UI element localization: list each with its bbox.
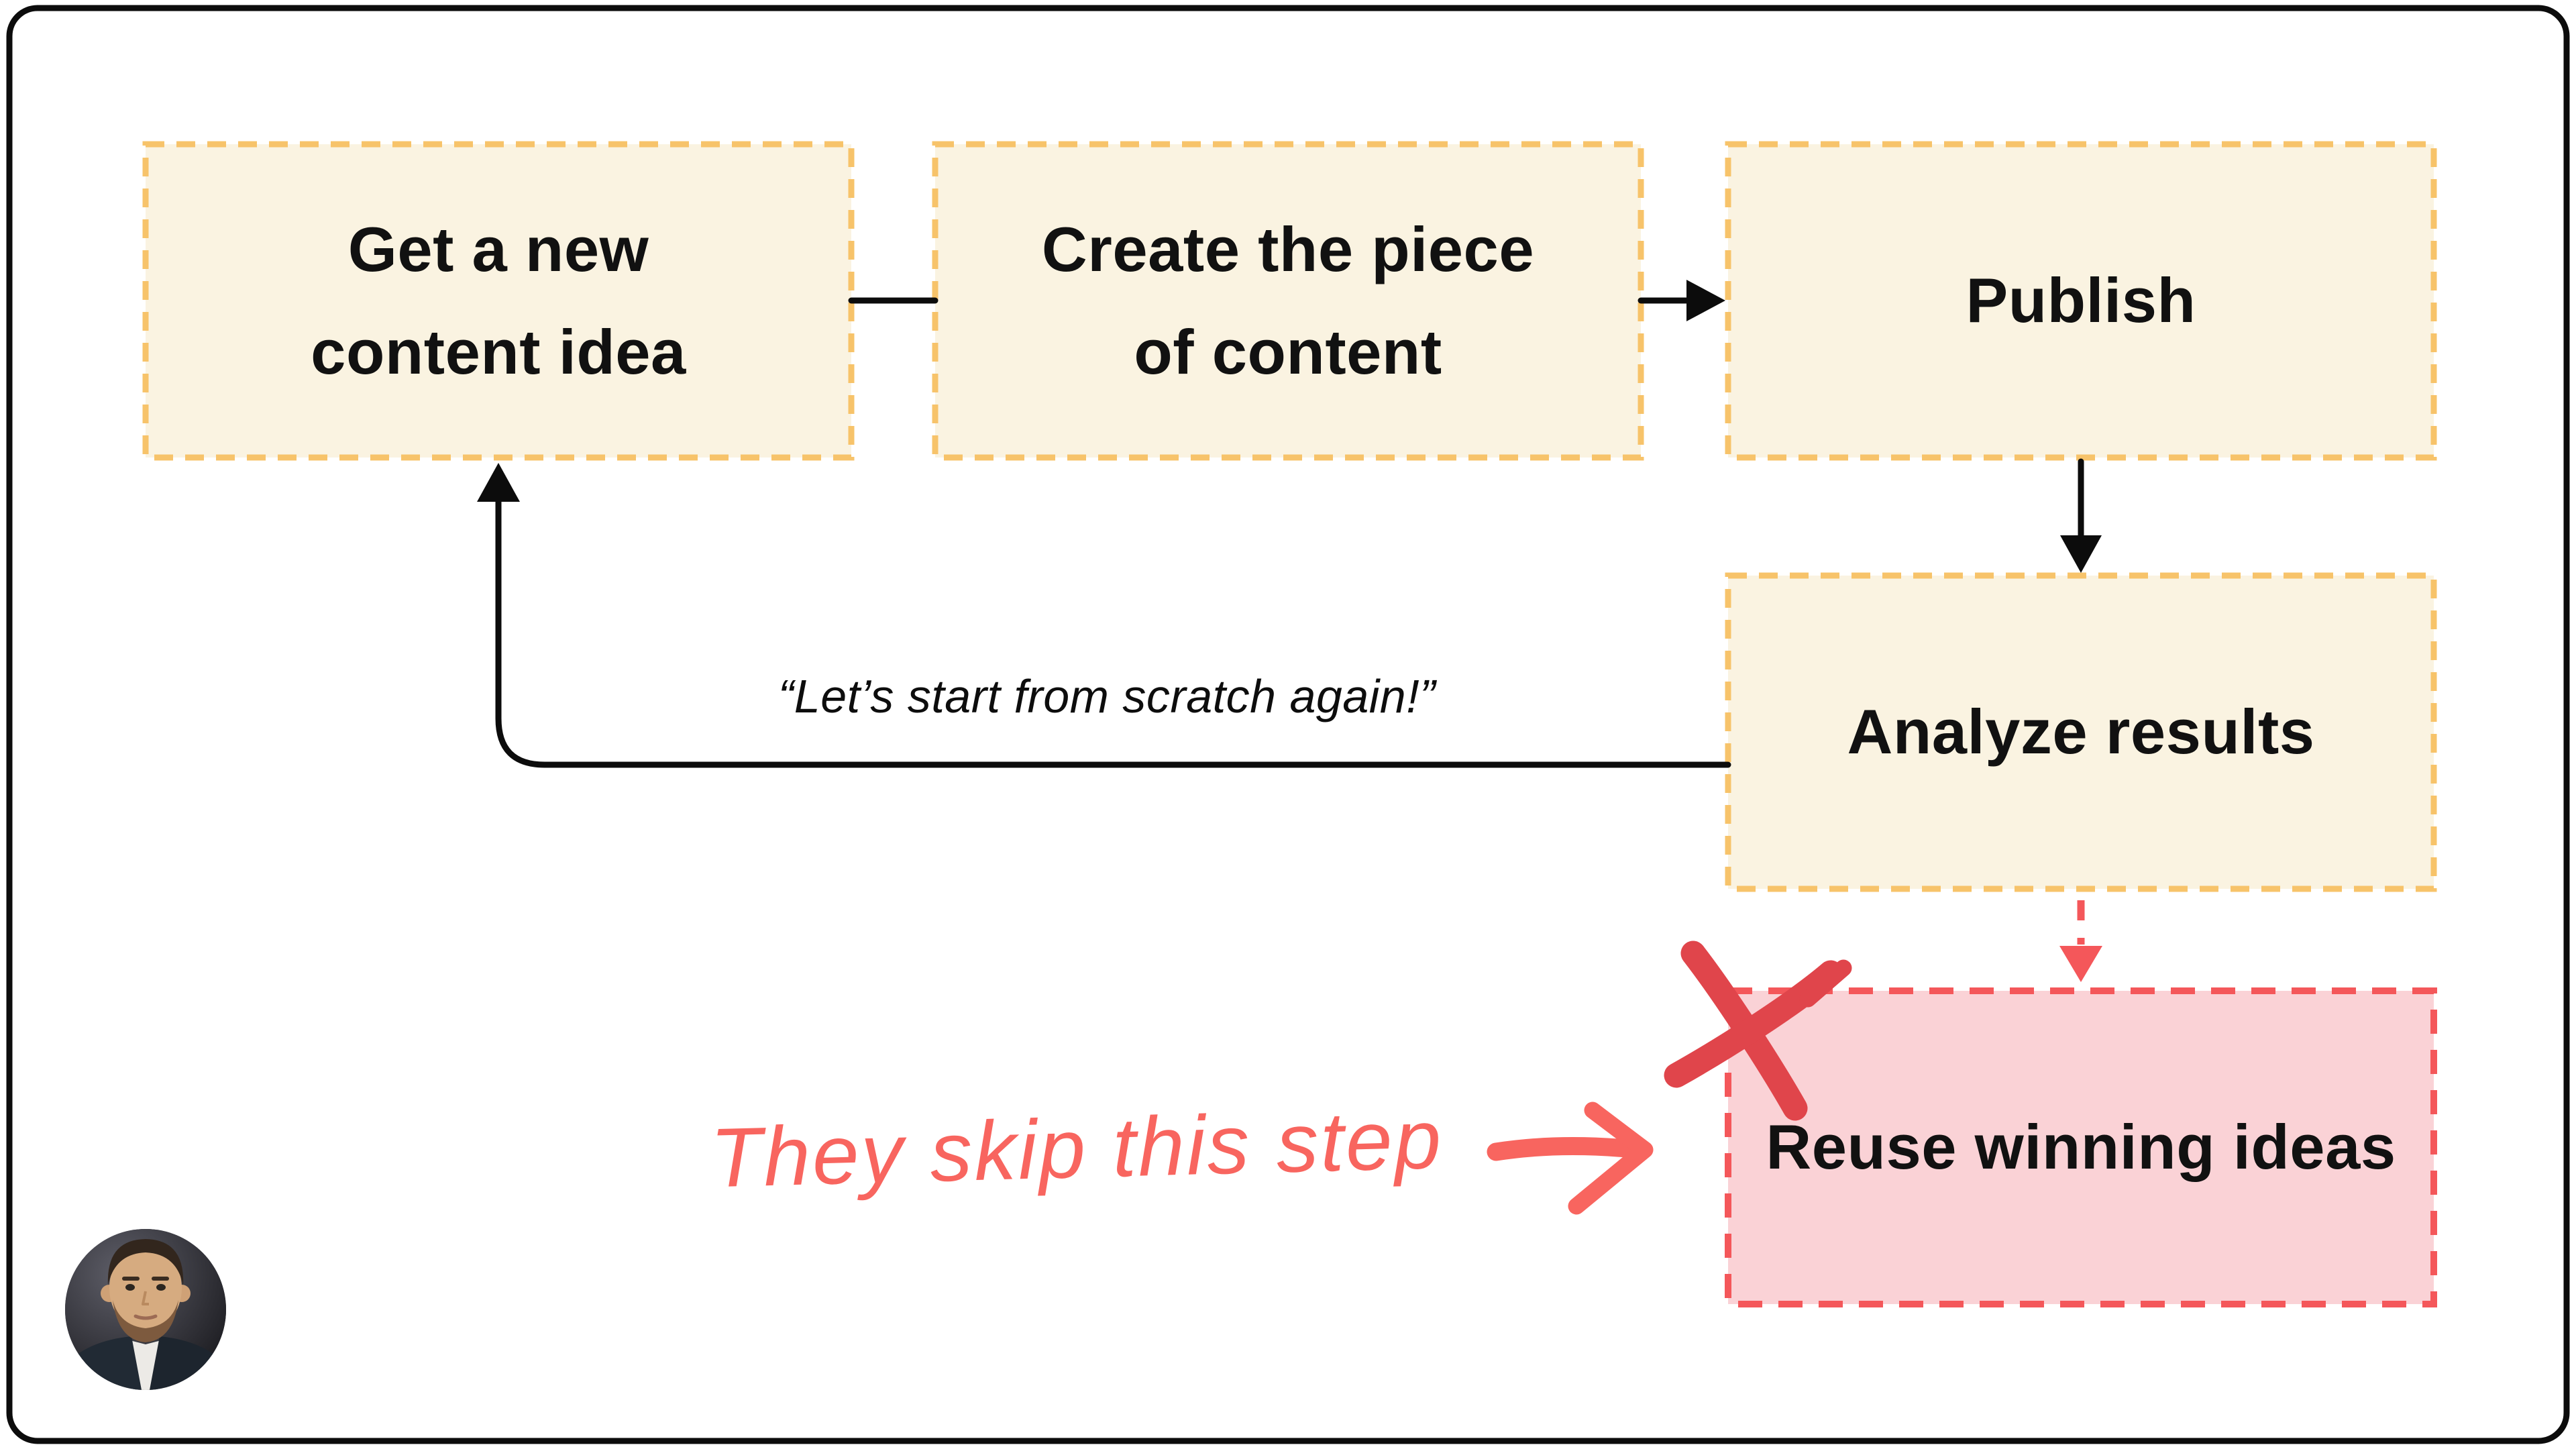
arrowhead-loop-idea: [477, 463, 520, 502]
box-create-piece-of-content: [932, 141, 1644, 461]
box-get-new-content-idea: [142, 141, 855, 461]
label-analyze-results: Analyze results: [1847, 696, 2315, 767]
label-publish: Publish: [1966, 265, 2196, 336]
box-analyze-results: [1725, 572, 2437, 892]
arrowhead-publish-analyze: [2060, 535, 2102, 573]
arrowhead-create-publish: [1686, 280, 1725, 321]
author-avatar: [65, 1229, 226, 1390]
hand-drawn-arrow: [1487, 1102, 1654, 1215]
loop-arrow-analyze-idea: [495, 496, 1731, 768]
arrowhead-analyze-reuse: [2059, 946, 2102, 982]
x-mark-icon: [1664, 941, 1852, 1121]
box-reuse-winning-ideas: [1725, 987, 2437, 1307]
loop-quote: “Let’s start from scratch again!”: [778, 670, 1436, 722]
label-get-new-content-idea: Get a new content idea: [311, 214, 686, 387]
label-reuse-winning-ideas: Reuse winning ideas: [1766, 1112, 2396, 1183]
label-create-piece-of-content: Create the piece of content: [1041, 214, 1535, 387]
box-publish: [1725, 141, 2437, 461]
person-photo: [65, 1229, 226, 1390]
annotation-they-skip-this-step: They skip this step: [709, 1092, 1444, 1205]
